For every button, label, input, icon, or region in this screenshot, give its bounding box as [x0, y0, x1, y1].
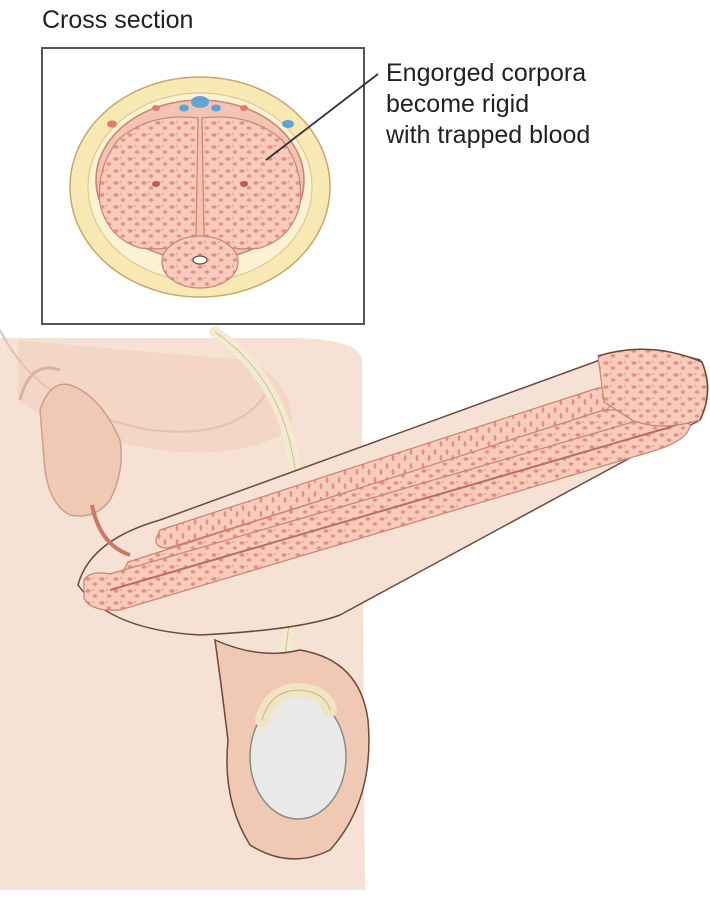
inset-title: Cross section [42, 6, 193, 35]
callout-label: Engorged corpora become rigid with trapp… [386, 58, 590, 151]
callout-line-1: Engorged corpora [386, 58, 590, 89]
dorsal-vein [191, 96, 209, 108]
callout-line-3: with trapped blood [386, 120, 590, 151]
callout-line-2: become rigid [386, 89, 590, 120]
cross-section-inset [42, 48, 364, 324]
